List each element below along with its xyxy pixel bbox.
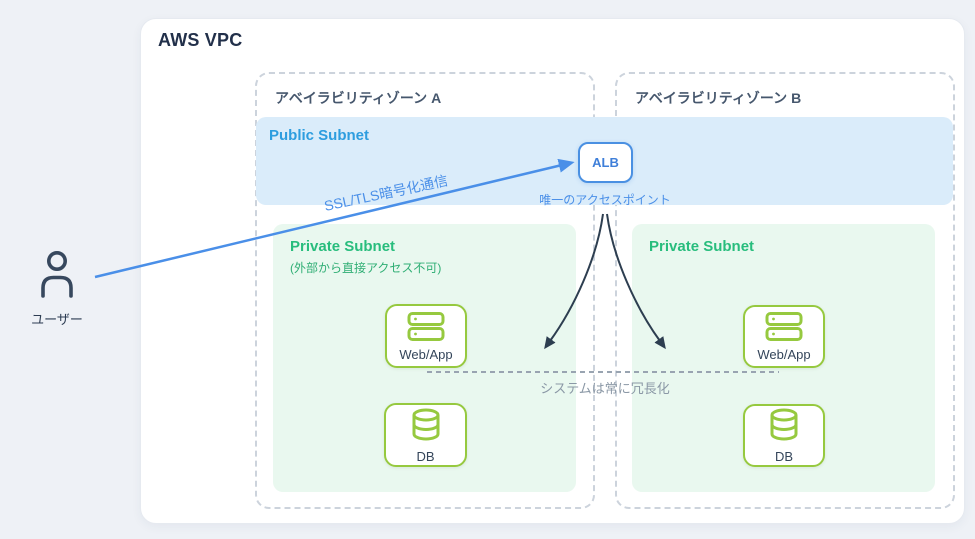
private-subnet-a-label: Private Subnet: [290, 238, 396, 255]
server-icon: [765, 312, 803, 346]
alb-label: ALB: [592, 155, 619, 170]
availability-zone-a-label: アベイラビリティゾーン A: [275, 90, 442, 106]
webapp-node-b-label: Web/App: [757, 347, 811, 362]
server-icon: [407, 311, 445, 346]
vpc-title: AWS VPC: [158, 30, 243, 50]
private-subnet-a-note: (外部から直接アクセス不可): [290, 261, 442, 275]
db-node-a-label: DB: [416, 448, 435, 464]
alb-node: ALB: [578, 142, 633, 183]
redundancy-label: システムは常に冗長化: [540, 381, 670, 396]
private-subnet-b-label: Private Subnet: [649, 238, 755, 255]
db-node-a: DB: [384, 403, 467, 467]
alb-caption: 唯一のアクセスポイント: [539, 193, 671, 207]
user-actor: ユーザー: [22, 250, 92, 328]
public-subnet-label: Public Subnet: [269, 127, 370, 144]
user-icon: [37, 250, 77, 305]
webapp-node-b: Web/App: [743, 305, 825, 368]
db-node-b-label: DB: [774, 449, 794, 464]
webapp-node-a: Web/App: [385, 304, 467, 368]
db-node-b: DB: [743, 404, 825, 467]
user-label: ユーザー: [31, 312, 83, 327]
availability-zone-b-label: アベイラビリティゾーン B: [635, 90, 802, 106]
database-icon: [410, 408, 442, 448]
database-icon: [768, 408, 800, 448]
webapp-node-a-label: Web/App: [399, 346, 453, 362]
